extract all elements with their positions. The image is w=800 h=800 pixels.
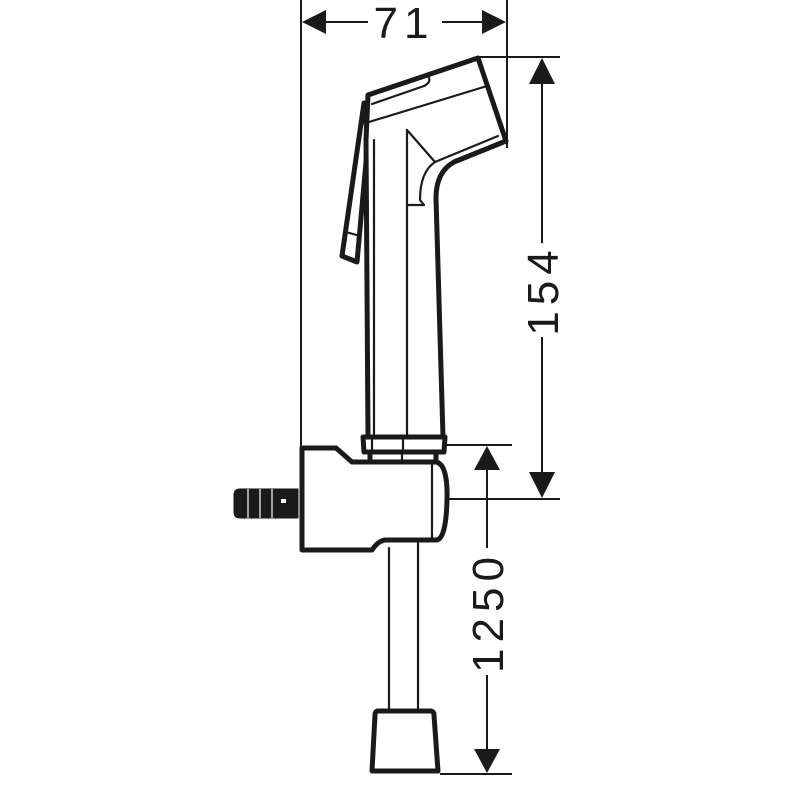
nipple-ribs bbox=[247, 489, 273, 518]
arrow-up-icon bbox=[529, 58, 555, 84]
dimension-label-height: 154 bbox=[519, 244, 568, 335]
top-groove-line bbox=[370, 74, 431, 106]
dimension-handshower-height: 154 bbox=[440, 56, 568, 500]
hose-nipple bbox=[233, 488, 299, 519]
nipple-mark bbox=[281, 499, 286, 503]
holder-block bbox=[299, 445, 450, 553]
handle-body bbox=[363, 55, 509, 440]
arrow-up-icon bbox=[474, 446, 500, 470]
dimension-label-width: 71 bbox=[374, 0, 435, 48]
head-division-line bbox=[367, 84, 489, 124]
dimension-label-hose: 1250 bbox=[464, 551, 513, 673]
hand-shower bbox=[339, 55, 509, 455]
dimension-width: 71 bbox=[300, 0, 508, 448]
arrow-left-icon bbox=[302, 10, 326, 34]
arrow-down-icon bbox=[474, 749, 500, 773]
hose-end-nut bbox=[369, 708, 441, 774]
arrow-right-icon bbox=[482, 10, 506, 34]
arrow-down-icon bbox=[529, 472, 555, 498]
spray-face-line bbox=[433, 134, 500, 164]
hose bbox=[369, 538, 441, 774]
dimension-hose-length: 1250 bbox=[440, 444, 513, 775]
lever-detail bbox=[344, 230, 362, 238]
wall-holder bbox=[233, 445, 450, 553]
